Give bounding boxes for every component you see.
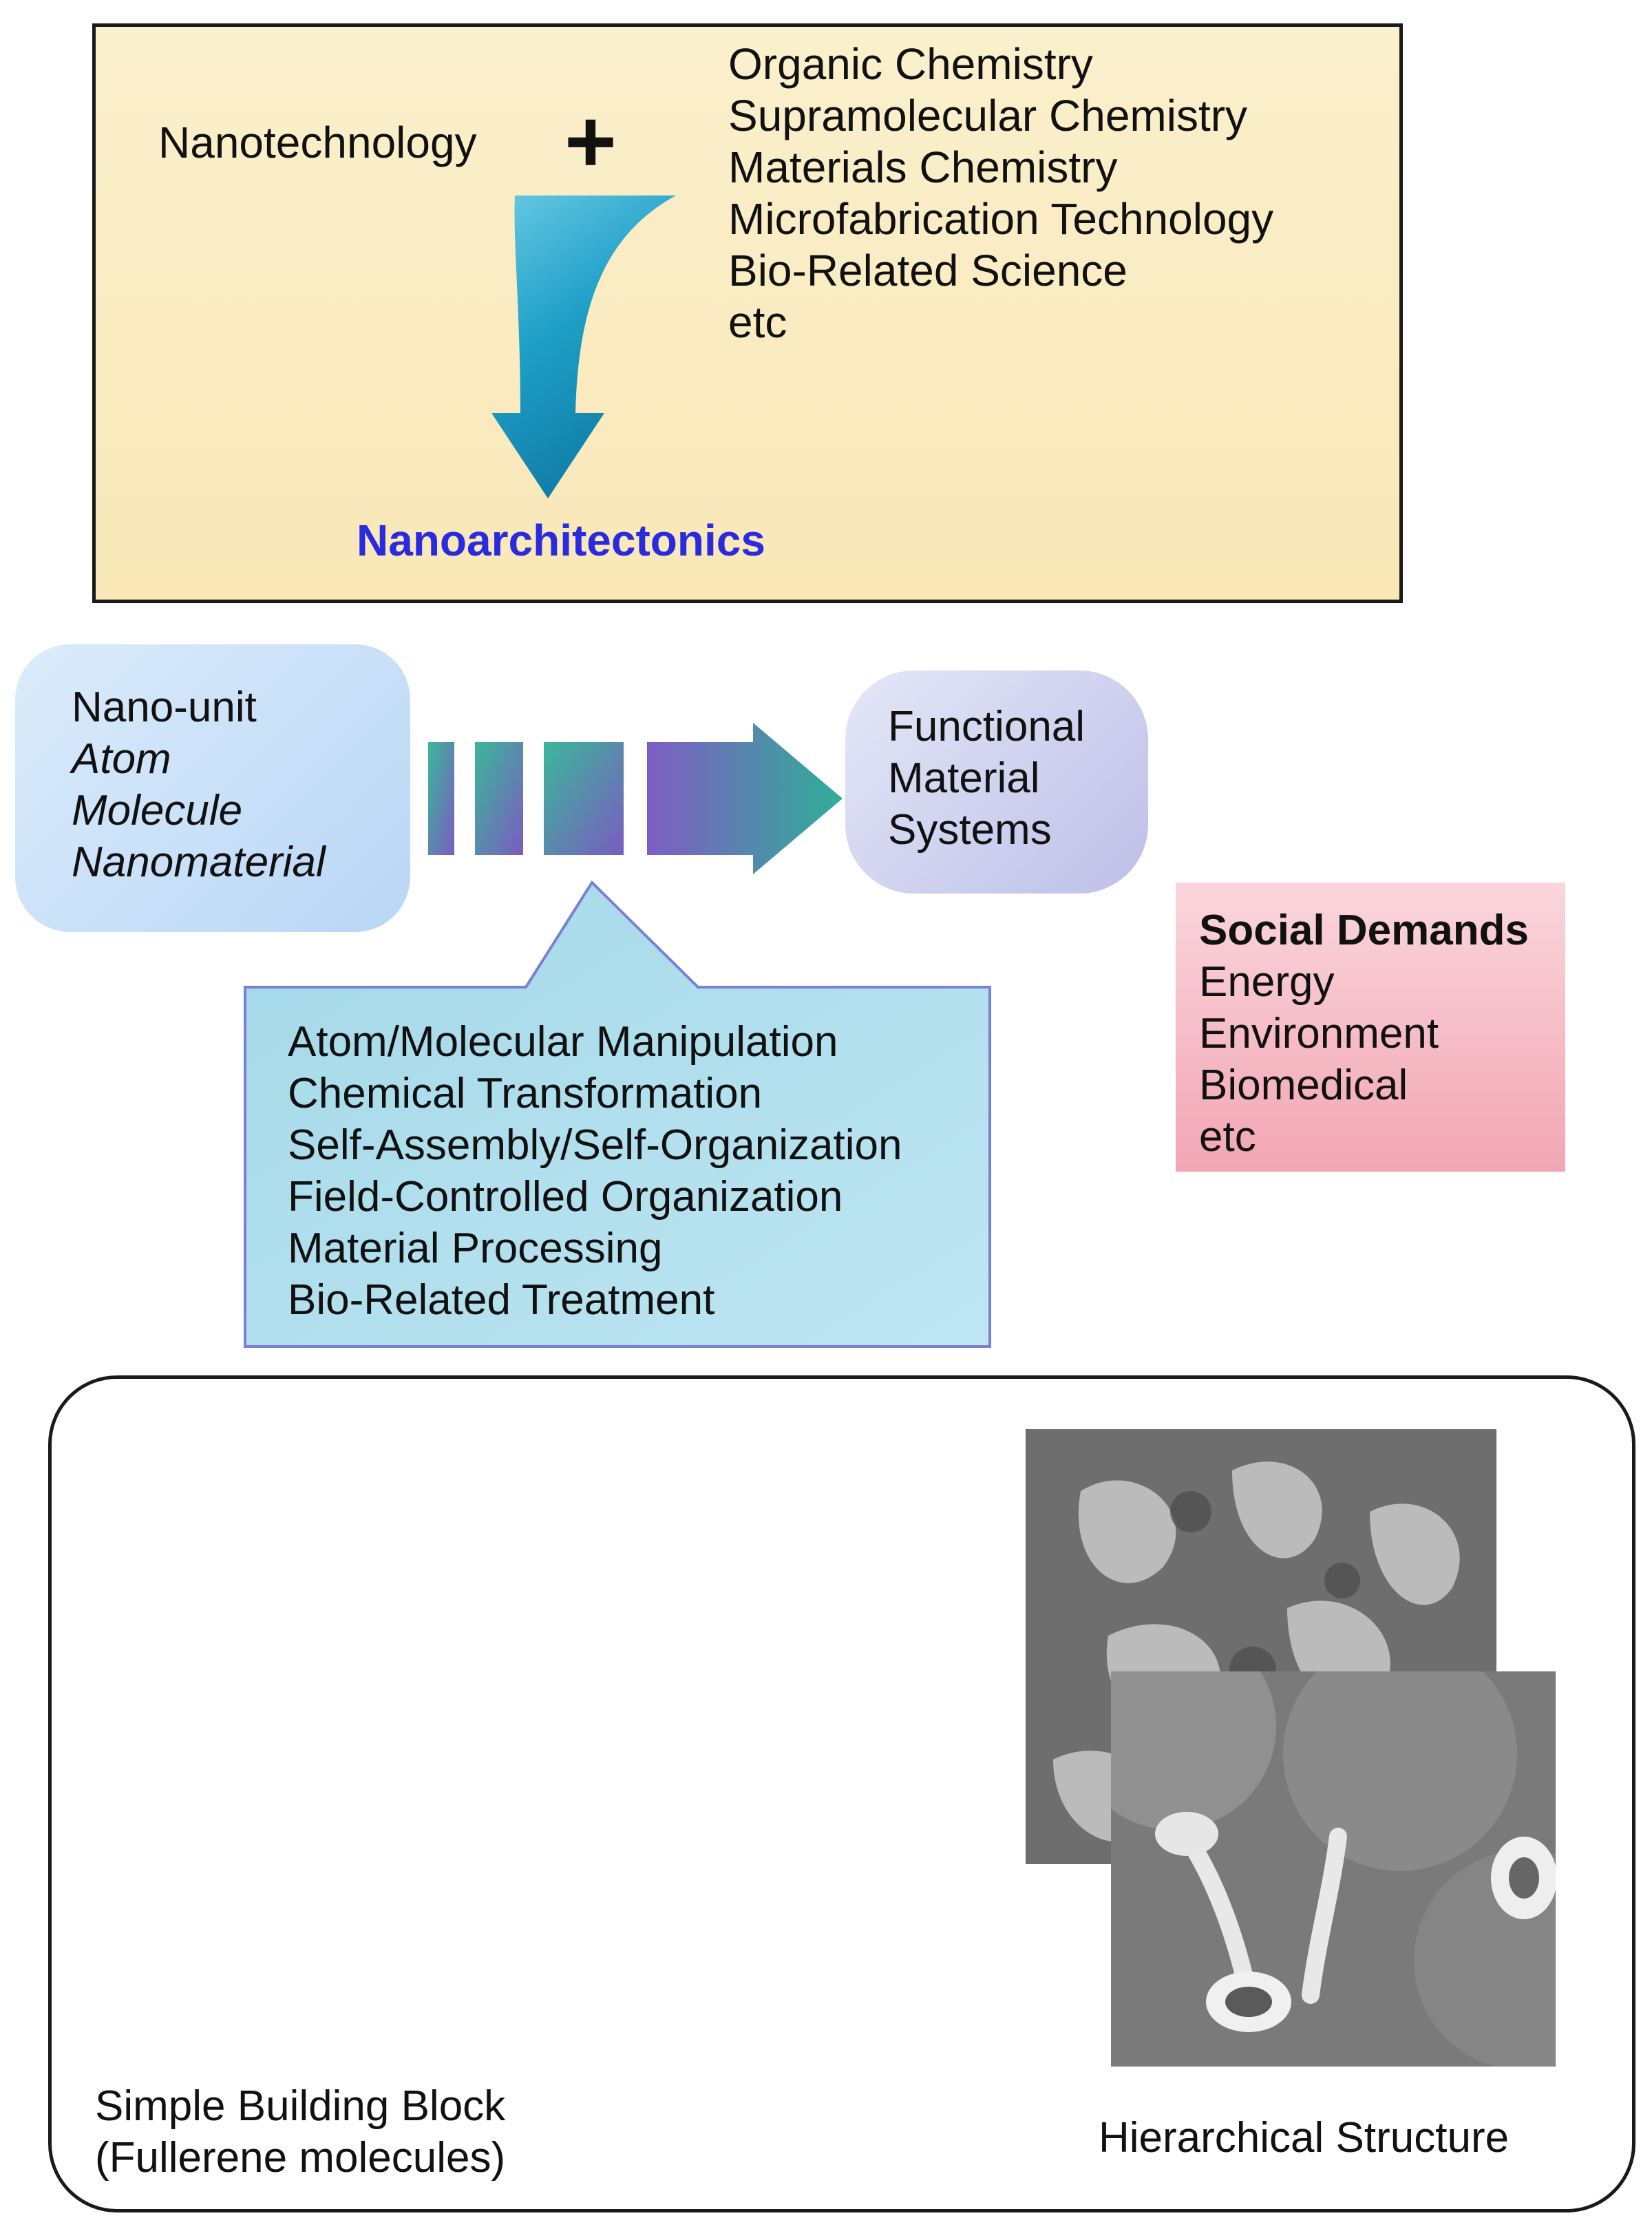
origin-panel <box>92 23 1403 603</box>
functional-systems-box <box>845 670 1148 894</box>
social-demand-item: Biomedical <box>1199 1061 1408 1109</box>
hierarchical-structure-label: Hierarchical Structure <box>1099 2114 1510 2162</box>
social-demands-box <box>1176 883 1565 1172</box>
functional-line: Systems <box>888 806 1052 854</box>
functional-line: Functional <box>888 703 1086 750</box>
fields-list: Organic Chemistry Supramolecular Chemist… <box>728 39 1273 348</box>
nano-unit-item: Molecule <box>72 787 243 834</box>
process-list: Atom/Molecular Manipulation Chemical Tra… <box>288 1016 902 1326</box>
curved-down-arrow <box>491 196 676 498</box>
social-demands-list: Social Demands Energy Environment Biomed… <box>1199 905 1529 1163</box>
field-item: Microfabrication Technology <box>728 194 1274 244</box>
functional-line: Material <box>888 754 1040 802</box>
nanotechnology-label: Nanotechnology <box>158 118 477 167</box>
process-item: Field-Controlled Organization <box>288 1173 843 1221</box>
field-item: Materials Chemistry <box>728 142 1118 192</box>
functional-systems-label: Functional Material Systems <box>888 701 1085 856</box>
process-item: Atom/Molecular Manipulation <box>288 1018 838 1066</box>
nano-unit-item: Nanomaterial <box>72 838 326 886</box>
social-demand-item: Energy <box>1199 958 1335 1006</box>
field-item: Supramolecular Chemistry <box>728 91 1248 140</box>
building-block-label: Simple Building Block (Fullerene molecul… <box>95 2080 505 2184</box>
process-block <box>475 742 523 855</box>
process-arrow <box>647 723 843 874</box>
field-item: etc <box>728 297 787 347</box>
nanoarchitectonics-label: Nanoarchitectonics <box>357 516 765 565</box>
field-item: Organic Chemistry <box>728 39 1093 89</box>
nano-unit-box <box>15 644 410 932</box>
social-demand-item: etc <box>1199 1113 1256 1161</box>
building-block-line: (Fullerene molecules) <box>95 2134 506 2182</box>
sem-image-tubes <box>1111 1671 1556 2067</box>
process-block <box>428 742 454 855</box>
plus-sign: + <box>564 91 617 191</box>
process-item: Self-Assembly/Self-Organization <box>288 1121 902 1169</box>
process-item: Material Processing <box>288 1225 663 1272</box>
nano-unit-list: Nano-unit Atom Molecule Nanomaterial <box>72 682 326 888</box>
social-demands-title: Social Demands <box>1199 907 1529 954</box>
process-item: Bio-Related Treatment <box>288 1276 715 1324</box>
process-item: Chemical Transformation <box>288 1070 763 1117</box>
nano-unit-item: Atom <box>72 735 171 783</box>
social-demand-item: Environment <box>1199 1010 1439 1057</box>
nano-unit-title: Nano-unit <box>72 684 257 731</box>
field-item: Bio-Related Science <box>728 246 1127 295</box>
tube-texture <box>1111 1671 1556 2067</box>
process-block <box>544 742 624 855</box>
building-block-line: Simple Building Block <box>95 2082 506 2130</box>
process-callout <box>244 880 991 1348</box>
